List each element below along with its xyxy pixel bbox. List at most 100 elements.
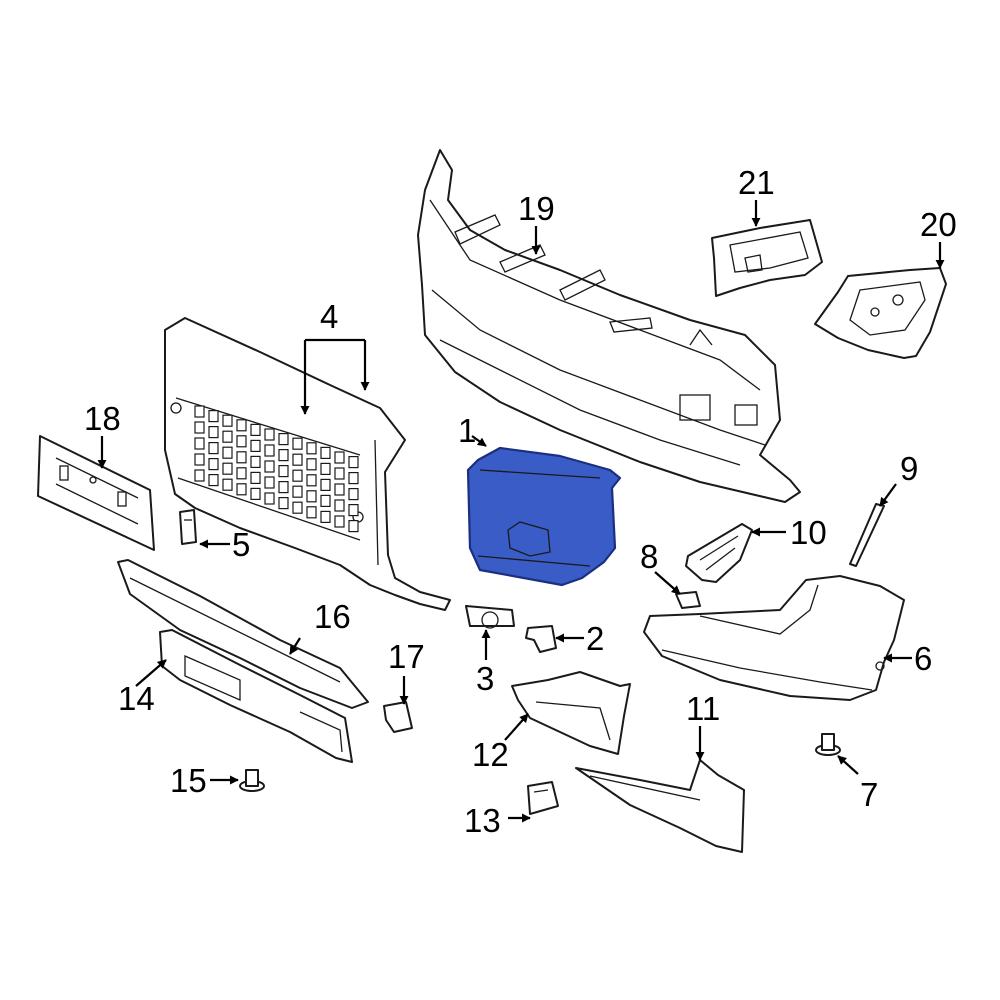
grille-cell [306,442,317,455]
grille-cell [292,485,303,498]
part-21-bracket[interactable] [711,219,823,297]
grille-cell [208,442,219,455]
grille-cell [194,405,205,418]
grille-cell [250,487,261,500]
grille-cell [334,483,345,496]
grille-mesh [194,405,359,533]
grille-cell [236,419,247,432]
grille-cell [250,439,261,452]
part-6-bumper-cover[interactable] [643,575,905,701]
callout-13: 13 [464,802,501,839]
part-14-lower-reinforcement[interactable] [159,629,353,763]
callout-labels: 1 2 3 4 5 6 7 8 9 10 11 12 13 14 15 16 1… [84,164,957,839]
grille-cell [222,478,233,491]
grille-cell [194,421,205,434]
callout-1: 1 [458,412,476,449]
callout-7: 7 [860,776,878,813]
grille-cell [194,469,205,482]
part-5-clip[interactable] [179,509,197,545]
callout-9: 9 [900,450,918,487]
grille-cell [334,515,345,528]
part-19-bumper-frame[interactable] [417,149,801,503]
part-20-side-bracket[interactable] [814,267,947,359]
grille-cell [264,476,275,489]
grille-cell [320,494,331,507]
part-11-lower-molding[interactable] [575,759,745,853]
grille-cell [236,467,247,480]
grille-cell [348,472,359,485]
grille-cell [348,504,359,517]
part-2-bracket[interactable] [525,625,557,653]
callout-5: 5 [232,526,250,563]
grille-cell [292,437,303,450]
callout-6: 6 [914,640,932,677]
grille-cell [208,410,219,423]
grille-cell [264,460,275,473]
grille-cell [278,433,289,446]
callout-21: 21 [738,164,775,201]
grille-cell [306,490,317,503]
part-12-lower-bracket[interactable] [511,671,631,755]
part-1-highlighted[interactable] [466,446,622,587]
part-10-bracket[interactable] [685,523,753,583]
grille-cell [348,519,359,533]
grille-cell [334,467,345,480]
grille-cell [250,455,261,468]
part-9-molding-strip[interactable] [849,503,885,567]
grille-cell [236,435,247,448]
part-17-bracket[interactable] [383,701,413,733]
callout-20: 20 [920,206,957,243]
part-16-lower-grille[interactable] [117,559,369,709]
grille-cell [334,499,345,512]
grille-cell [348,456,359,469]
callout-16: 16 [314,598,351,635]
grille-cell [194,437,205,450]
grille-cell [320,462,331,475]
callout-4: 4 [320,298,338,335]
grille-cell [278,497,289,510]
callout-11: 11 [686,690,720,727]
part-7-push-pin[interactable] [815,733,841,756]
grille-cell [292,501,303,514]
grille-cell [320,446,331,459]
grille-cell [236,483,247,496]
grille-cell [306,458,317,471]
grille-cell [208,458,219,471]
part-18-license-plate-bracket[interactable] [37,435,155,551]
callout-19: 19 [518,190,555,227]
grille-cell [208,474,219,487]
callout-2: 2 [586,620,604,657]
grille-cell [222,462,233,475]
grille-cell [222,430,233,443]
grille-cell [292,469,303,482]
grille-cell [264,444,275,457]
grille-cell [264,428,275,441]
callout-14: 14 [118,680,155,717]
grille-cell [306,474,317,487]
grille-cell [264,492,275,505]
callout-8: 8 [640,538,658,575]
callout-10: 10 [790,514,827,551]
grille-cell [250,471,261,484]
grille-cell [348,488,359,501]
grille-cell [306,506,317,519]
callout-18: 18 [84,400,121,437]
grille-cell [320,478,331,491]
callout-17: 17 [388,638,425,675]
part-13-clip[interactable] [527,781,559,815]
leader-arrows [97,200,945,823]
part-15-push-pin[interactable] [239,769,265,792]
callout-12: 12 [472,736,509,773]
grille-cell [222,414,233,427]
callout-3: 3 [476,660,494,697]
grille-cell [194,453,205,466]
grille-cell [208,426,219,439]
callout-15: 15 [170,762,207,799]
part-3-sensor-retainer[interactable] [465,605,515,629]
grille-cell [292,453,303,466]
grille-cell [222,446,233,459]
part-8-clip[interactable] [675,591,701,609]
grille-cell [278,465,289,478]
